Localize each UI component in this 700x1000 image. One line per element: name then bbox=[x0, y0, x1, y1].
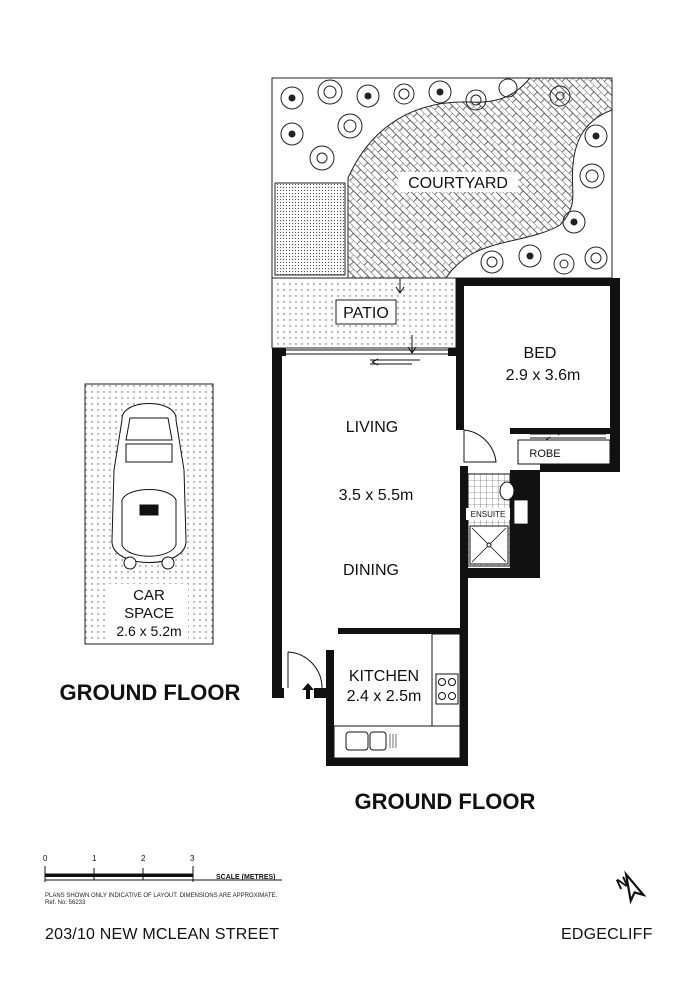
windows bbox=[286, 279, 608, 765]
plant-icons bbox=[280, 78, 608, 275]
planter-box bbox=[274, 182, 346, 276]
car-space-size: 2.6 x 5.2m bbox=[116, 623, 181, 639]
scale-tick-3: 3 bbox=[190, 854, 195, 863]
bed-size: 2.9 x 3.6m bbox=[506, 367, 581, 384]
address: 203/10 NEW MCLEAN STREET bbox=[45, 926, 280, 943]
cooktop bbox=[435, 673, 459, 705]
ground-floor-heading-left: GROUND FLOOR bbox=[60, 680, 241, 705]
car-icon bbox=[111, 403, 187, 570]
kitchen-size: 2.4 x 2.5m bbox=[347, 688, 422, 705]
kitchen: KITCHEN 2.4 x 2.5m bbox=[333, 633, 461, 759]
car-space: CAR SPACE 2.6 x 5.2m bbox=[84, 383, 214, 645]
direction-arrows bbox=[395, 278, 417, 354]
courtyard: COURTYARD bbox=[271, 77, 613, 279]
entry-door bbox=[287, 651, 328, 699]
ground-floor-heading-center: GROUND FLOOR bbox=[355, 789, 536, 814]
disclaimer-line-1: PLANS SHOWN ONLY INDICATIVE OF LAYOUT. D… bbox=[45, 893, 278, 899]
robe bbox=[517, 439, 611, 465]
disclaimer: PLANS SHOWN ONLY INDICATIVE OF LAYOUT. D… bbox=[45, 893, 345, 907]
bed-room bbox=[464, 286, 610, 428]
scale-tick-0: 0 bbox=[43, 854, 48, 863]
dining-label: DINING bbox=[343, 562, 399, 579]
courtyard-label: COURTYARD bbox=[408, 175, 508, 192]
entry-arrow-icon bbox=[302, 683, 314, 699]
scale-tick-1: 1 bbox=[92, 854, 97, 863]
scale-label: SCALE (METRES) bbox=[216, 874, 276, 881]
scale-tick-2: 2 bbox=[141, 854, 146, 863]
bed-label: BED bbox=[524, 345, 557, 362]
bed-door bbox=[463, 429, 497, 463]
kitchen-label: KITCHEN bbox=[349, 668, 419, 685]
compass-icon bbox=[624, 870, 647, 905]
ensuite-label: ENSUITE bbox=[471, 510, 506, 519]
car-space-label-1: CAR bbox=[133, 587, 165, 604]
robe-label: ROBE bbox=[529, 448, 560, 460]
patio: PATIO bbox=[271, 277, 457, 354]
ensuite: ENSUITE bbox=[466, 473, 529, 567]
suburb: EDGECLIFF bbox=[561, 926, 653, 943]
disclaimer-ref: Ref. No: 56233 bbox=[45, 900, 86, 906]
sink bbox=[345, 731, 369, 751]
living-label: LIVING bbox=[346, 419, 398, 436]
living-size: 3.5 x 5.5m bbox=[339, 487, 414, 504]
car-space-label-2: SPACE bbox=[124, 605, 174, 622]
scale-bar bbox=[44, 866, 282, 882]
patio-label: PATIO bbox=[343, 305, 389, 322]
